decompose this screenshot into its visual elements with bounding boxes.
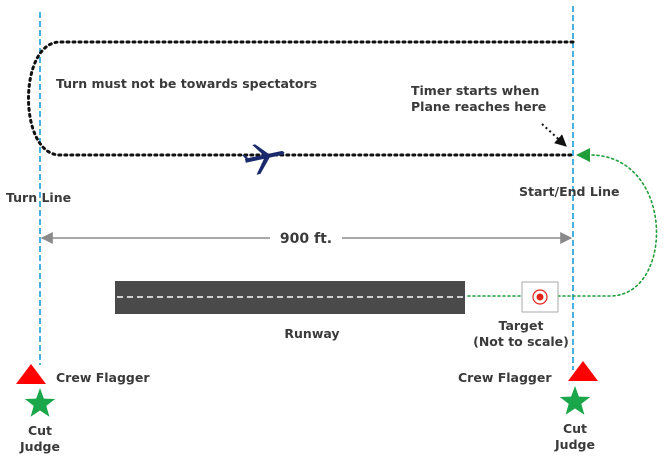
turn-line-label: Turn Line [6,190,71,205]
judge-left-icon [24,388,56,417]
start-arrow-icon [576,148,590,162]
start-end-line-label: Start/End Line [519,184,619,199]
cut-judge-right-line1: Cut [563,421,587,436]
timer-label-line1: Timer starts when [411,83,539,98]
timer-pointer-arrow [541,123,567,147]
crew-flagger-right-label: Crew Flagger [458,370,552,385]
airplane-icon [242,144,285,175]
distance-label-bg [270,228,342,248]
judge-right-icon [559,386,591,415]
distance-label: 900 ft. [280,231,332,247]
cut-judge-right-line2: Judge [554,437,595,452]
flagger-left-icon [16,364,46,384]
crew-flagger-left-label: Crew Flagger [56,370,150,385]
timer-label-line2: Plane reaches here [411,99,546,114]
target-label-line2: (Not to scale) [473,334,569,349]
turn-note-label: Turn must not be towards spectators [56,76,317,91]
target-icon [521,281,559,313]
return-path [467,154,658,297]
target-label-line1: Target [499,318,544,333]
runway-label: Runway [284,326,339,341]
cut-judge-left-line1: Cut [28,423,52,438]
flagger-right-icon [568,361,598,381]
cut-judge-left-line2: Judge [19,439,60,454]
flight-path [27,40,575,157]
